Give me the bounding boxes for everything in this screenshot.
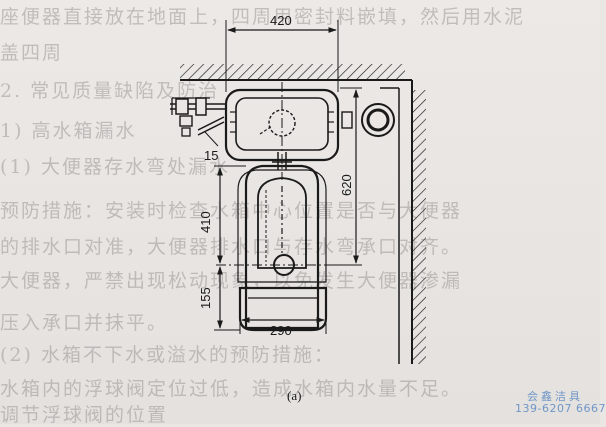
background-text-line: 压入承口并抹平。 bbox=[0, 312, 169, 334]
watermark-text: 会鑫洁具 bbox=[527, 390, 583, 403]
center-line bbox=[216, 82, 356, 266]
part-leader-line bbox=[204, 131, 219, 147]
dimension-label-width-top: 420 bbox=[270, 13, 292, 28]
background-text-line: (1) 大便器存水弯处漏水 bbox=[0, 156, 230, 178]
dimension-depth-total bbox=[330, 87, 362, 266]
background-text-line: 大便器，严禁出现松动现象，以免发生大便器渗漏 bbox=[0, 270, 463, 292]
dimension-label-outlet-offset: 155 bbox=[198, 287, 213, 309]
dimension-width-top bbox=[225, 20, 339, 92]
dimension-label-bowl-length: 410 bbox=[198, 211, 213, 233]
toilet-bowl bbox=[237, 164, 328, 332]
figure-caption: (a) bbox=[287, 388, 302, 403]
dimension-label-depth-total: 620 bbox=[339, 174, 354, 196]
floor-drain bbox=[341, 103, 395, 137]
watermark-phone: 139-6207 6667 bbox=[515, 402, 606, 415]
background-text-line: 水箱内的浮球阀定位过低，造成水箱内水量不足。 bbox=[0, 378, 463, 400]
dimension-outlet-offset bbox=[214, 266, 240, 331]
dimension-bowl-length bbox=[214, 165, 246, 264]
part-number-label: 15 bbox=[204, 148, 219, 163]
dimension-label-width-bottom: 290 bbox=[270, 323, 292, 338]
dimension-width-bottom bbox=[239, 310, 327, 334]
background-text-line: 1) 高水箱漏水 bbox=[0, 120, 137, 142]
stop-valve-handle bbox=[171, 97, 210, 115]
background-text-line: 座便器直接放在地面上，四周用密封料嵌填，然后用水泥 bbox=[0, 6, 526, 28]
background-text-line: 的排水口对准，大便器排水口与存水弯承口对齐。 bbox=[0, 236, 463, 258]
background-text-line: (2) 水箱不下水或溢水的预防措施： bbox=[0, 344, 335, 366]
background-text-line: 预防措施：安装时检查水箱中心位置是否与大便器 bbox=[0, 200, 463, 222]
background-text-line: 2. 常见质量缺陷及防治 bbox=[0, 80, 220, 102]
water-pipe bbox=[170, 97, 226, 137]
wall-top bbox=[180, 64, 412, 81]
background-text-line: 盖四周 bbox=[0, 42, 64, 64]
wall-right bbox=[380, 80, 426, 364]
background-text-line: 调节浮球阀的位置 bbox=[0, 404, 169, 426]
